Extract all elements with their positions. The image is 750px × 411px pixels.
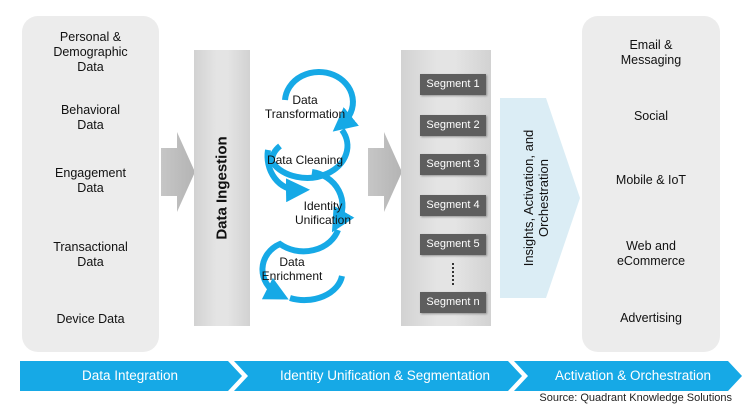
source-device: Device Data — [56, 312, 125, 326]
channel-web-ecommerce: Web and eCommerce — [616, 239, 686, 268]
data-sources-panel: Personal & Demographic Data Behavioral D… — [22, 16, 159, 352]
flow-arrow-1 — [161, 132, 195, 212]
step-data-cleaning: Data Cleaning — [266, 153, 344, 167]
segment-n: Segment n — [420, 292, 486, 313]
segment-5: Segment 5 — [420, 234, 486, 255]
segment-3: Segment 3 — [420, 154, 486, 175]
flow-arrow-2 — [368, 132, 402, 212]
stage-chevrons — [20, 361, 742, 391]
segment-ellipsis — [452, 263, 456, 285]
source-personal-demographic: Personal & Demographic Data — [53, 30, 128, 74]
step-identity-unification: Identity Unification — [294, 199, 352, 227]
segment-1: Segment 1 — [420, 74, 486, 95]
step-data-enrichment: Data Enrichment — [261, 255, 323, 283]
stage-activation-orchestration: Activation & Orchestration — [554, 368, 712, 383]
step-data-transformation: Data Transformation — [264, 93, 346, 121]
segments-bar — [401, 50, 491, 326]
channel-email-messaging: Email & Messaging — [620, 38, 682, 67]
segment-2: Segment 2 — [420, 115, 486, 136]
data-ingestion-bar: Data Ingestion — [194, 50, 250, 326]
channels-panel: Email & Messaging Social Mobile & IoT We… — [582, 16, 720, 352]
process-cycle-graphic — [259, 68, 359, 304]
stage-identity-unification-segmentation: Identity Unification & Segmentation — [279, 368, 491, 383]
source-engagement: Engagement Data — [55, 166, 126, 195]
insights-label: Insights, Activation, and Orchestration — [521, 129, 551, 267]
stage-data-integration: Data Integration — [81, 368, 179, 383]
channel-advertising: Advertising — [620, 311, 682, 325]
source-behavioral: Behavioral Data — [60, 103, 121, 132]
insights-arrow-shape — [500, 98, 580, 298]
data-ingestion-label: Data Ingestion — [213, 136, 231, 240]
segment-4: Segment 4 — [420, 195, 486, 216]
source-note: Source: Quadrant Knowledge Solutions — [539, 392, 732, 404]
channel-social: Social — [633, 109, 669, 123]
channel-mobile-iot: Mobile & IoT — [615, 173, 687, 187]
source-transactional: Transactional Data — [53, 240, 128, 269]
